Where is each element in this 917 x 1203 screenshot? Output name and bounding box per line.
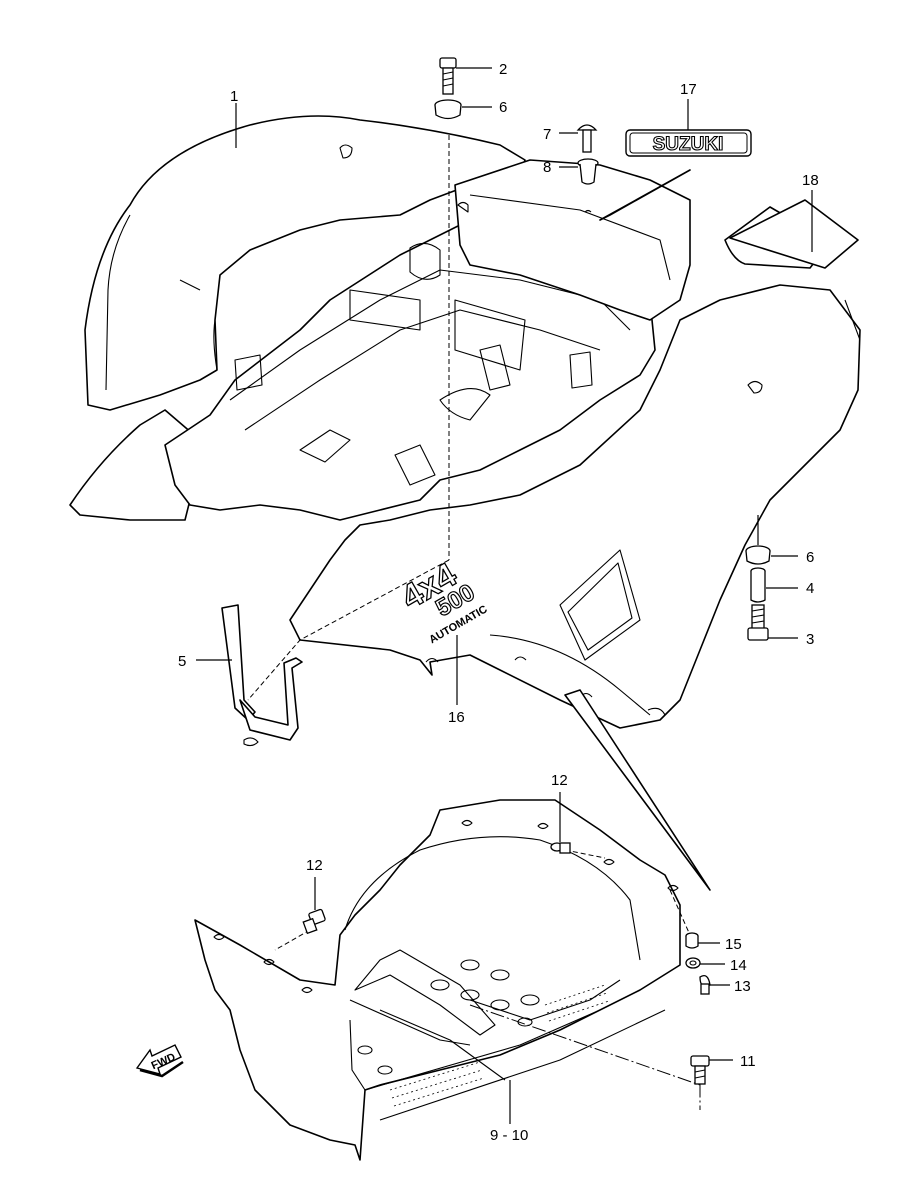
callout-11: 11 [740, 1053, 756, 1070]
nut-part-15 [685, 932, 699, 949]
grommet-part-6-right [745, 545, 771, 565]
grip-dots [389, 984, 610, 1107]
callout-7: 7 [543, 126, 551, 143]
callout-6-top: 6 [499, 99, 507, 116]
callout-3: 3 [806, 631, 814, 648]
callout-5: 5 [178, 653, 186, 670]
bracket-part-5 [221, 604, 303, 747]
screw-part-13 [699, 974, 711, 995]
callout-9-10: 9 - 10 [490, 1127, 528, 1144]
nut-part-8 [577, 158, 599, 185]
guard-bolt-12b-line [274, 929, 311, 951]
screw-part-7 [576, 124, 598, 153]
alignment-line-5 [247, 559, 450, 701]
callout-18: 18 [802, 172, 819, 189]
bolt-part-12-left [302, 908, 326, 935]
callout-13: 13 [734, 978, 751, 995]
guard-bolt-12a-line [564, 849, 606, 859]
callout-8: 8 [543, 159, 551, 176]
grommet-part-6-top [434, 99, 462, 120]
callout-12-upper: 12 [551, 772, 568, 789]
mud-guard-part-9-10 [194, 799, 681, 1161]
callout-16: 16 [448, 709, 465, 726]
callout-15: 15 [725, 936, 742, 953]
collar-part-4 [750, 567, 766, 603]
callout-4: 4 [806, 580, 814, 597]
emblem-pointer [599, 169, 691, 221]
rear-fender: 4x4 500 AUTOMATIC [69, 115, 861, 729]
bolt-part-11 [690, 1055, 710, 1085]
fender-to-guard-pointer [564, 689, 711, 891]
bolt-part-3 [747, 604, 769, 641]
suzuki-emblem-text: SUZUKI [653, 134, 724, 155]
washer-part-14 [685, 957, 701, 969]
callout-17: 17 [680, 81, 697, 98]
suzuki-emblem-part-17: SUZUKI [625, 129, 752, 157]
footrest-holes [357, 959, 540, 1075]
callout-12-left: 12 [306, 857, 323, 874]
callout-6-right: 6 [806, 549, 814, 566]
callout-1: 1 [230, 88, 238, 105]
callout-14: 14 [730, 957, 747, 974]
label-part-18 [724, 199, 859, 269]
callout-2: 2 [499, 61, 507, 78]
bolt-part-12-upper [550, 842, 571, 854]
guard-nut-15-line [669, 889, 691, 936]
guard-bolt-11-line [469, 1004, 701, 1110]
fwd-arrow-icon: FWD [135, 1044, 184, 1078]
bolt-part-2 [439, 57, 457, 95]
